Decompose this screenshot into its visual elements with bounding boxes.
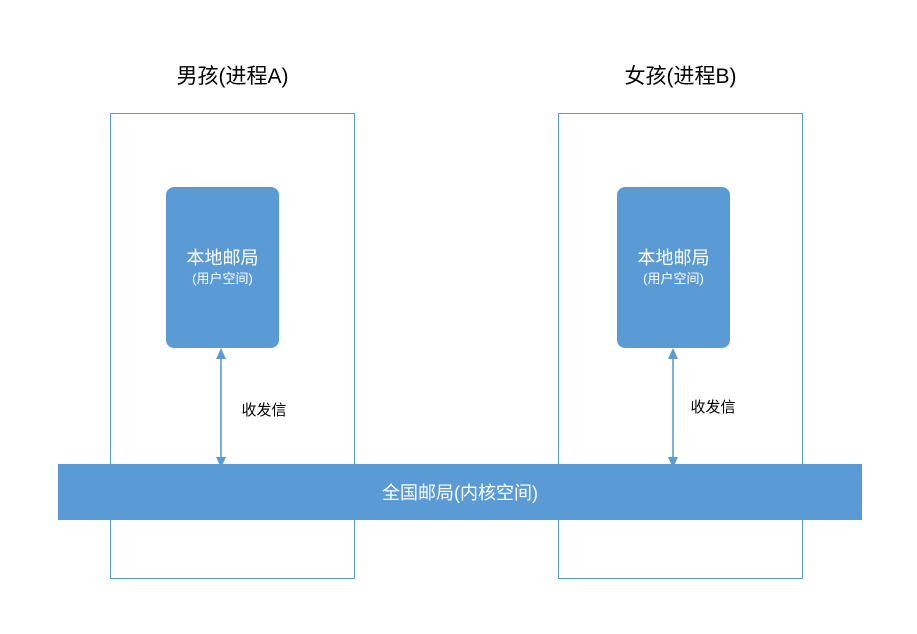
- local-office-a-sublabel: (用户空间): [192, 271, 253, 287]
- local-office-a: 本地邮局 (用户空间): [166, 187, 279, 348]
- process-b-title: 女孩(进程B): [624, 65, 737, 88]
- arrow-b: [668, 348, 678, 468]
- local-office-b: 本地邮局 (用户空间): [617, 187, 730, 348]
- process-a-title: 男孩(进程A): [176, 65, 289, 88]
- kernel-space-bar: 全国邮局(内核空间): [58, 464, 862, 520]
- local-office-a-label: 本地邮局: [186, 247, 259, 268]
- local-office-b-sublabel: (用户空间): [643, 271, 704, 287]
- arrow-a-label: 收发信: [241, 402, 287, 419]
- local-office-b-label: 本地邮局: [637, 247, 710, 268]
- kernel-space-label: 全国邮局(内核空间): [382, 483, 538, 503]
- arrow-a: [216, 348, 226, 468]
- arrow-b-label: 收发信: [690, 399, 736, 416]
